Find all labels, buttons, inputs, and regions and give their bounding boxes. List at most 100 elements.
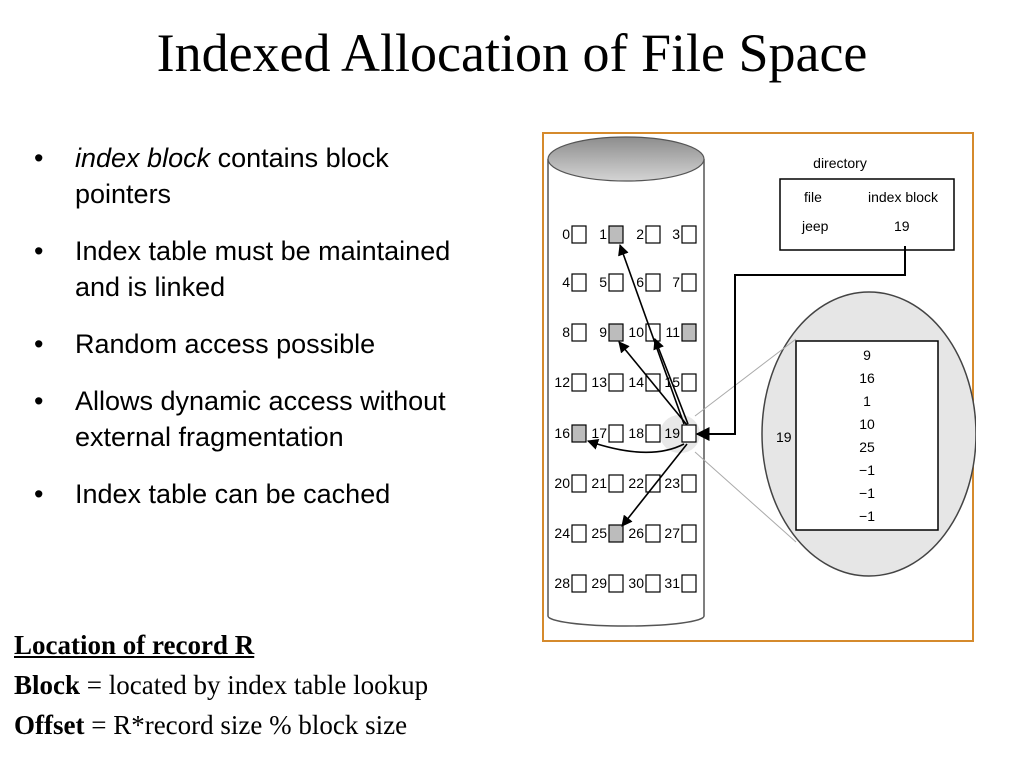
disk-block: [571, 474, 587, 493]
bullet-text: Index table must be maintained and is li…: [75, 236, 451, 302]
disk-block-number: 20: [554, 475, 570, 491]
disk-block-number: 28: [554, 575, 570, 591]
zoom-line-bottom: [694, 451, 797, 543]
record-heading: Location of record R: [14, 630, 255, 660]
bullet-item: •Allows dynamic access without external …: [34, 386, 446, 452]
disk-block-number: 11: [665, 324, 680, 340]
arrow-to-block-25: [621, 443, 688, 527]
disk-block: [608, 373, 624, 392]
disk-block-number: 16: [554, 425, 570, 441]
disk-block: [608, 273, 624, 292]
directory-table: [779, 178, 955, 251]
disk-block-number: 18: [628, 425, 644, 441]
disk-block: [571, 225, 587, 244]
disk-block: [608, 574, 624, 593]
bullet-item: •Random access possible: [34, 329, 376, 359]
disk-block-used: [608, 225, 624, 244]
bullet-list: •index block contains block pointers •In…: [30, 140, 470, 533]
index-table-entry: −1: [859, 462, 875, 478]
disk-block-number: 13: [591, 374, 607, 390]
disk-cylinder-top: [547, 136, 705, 182]
disk-block: [681, 373, 697, 392]
disk-block: [681, 574, 697, 593]
arrow-to-block-16: [586, 438, 685, 454]
disk-block-number: 9: [599, 324, 607, 340]
disk-block-number: 7: [672, 274, 680, 290]
bullet-text: Index table can be cached: [75, 479, 391, 509]
disk-block-number: 3: [672, 226, 680, 242]
directory-title: directory: [813, 155, 867, 171]
disk-block: [571, 323, 587, 342]
record-location-notes: Location of record R Block = located by …: [14, 625, 428, 745]
disk-block: [645, 273, 661, 292]
offset-label: Offset: [14, 710, 85, 740]
bullet-item: •index block contains block pointers: [34, 143, 389, 209]
disk-block: [608, 474, 624, 493]
arrow-to-block-10: [653, 337, 689, 425]
offset-line: Offset = R*record size % block size: [14, 705, 428, 745]
disk-block: [681, 273, 697, 292]
disk-block-number: 1: [599, 226, 607, 242]
disk-block-number: 31: [664, 575, 680, 591]
disk-block: [681, 424, 697, 443]
block-text: = located by index table lookup: [80, 670, 429, 700]
disk-block-number: 26: [628, 525, 644, 541]
directory-header-index-block: index block: [868, 189, 939, 205]
disk-block: [571, 373, 587, 392]
disk-block: [571, 524, 587, 543]
arrow-to-block-9: [618, 341, 688, 426]
disk-block: [645, 574, 661, 593]
bullet-item: •Index table can be cached: [34, 479, 391, 509]
index-table-entry: 10: [859, 416, 875, 432]
disk-block-number: 12: [554, 374, 570, 390]
disk-block-number: 8: [562, 324, 570, 340]
disk-block: [681, 225, 697, 244]
index-table-entry: −1: [859, 485, 875, 501]
index-table-entry: 16: [859, 370, 875, 386]
block-line: Block = located by index table lookup: [14, 665, 428, 705]
disk-block: [571, 574, 587, 593]
page-title: Indexed Allocation of File Space: [156, 23, 868, 83]
disk-block: [608, 424, 624, 443]
bullet-text: contains block pointers: [75, 143, 389, 209]
disk-cylinder-body: [547, 159, 705, 627]
disk-block: [645, 524, 661, 543]
disk-block-used: [681, 323, 697, 342]
disk-block-number: 10: [628, 324, 644, 340]
disk-block-number: 14: [628, 374, 644, 390]
lens-block-number: 19: [776, 429, 792, 445]
index-table-entries: 9 16 1 10 25 −1 −1 −1: [859, 347, 875, 524]
index-table-entry: −1: [859, 508, 875, 524]
directory-row-index: 19: [894, 218, 910, 234]
disk-block-number: 22: [628, 475, 644, 491]
bullet-item: •Index table must be maintained and is l…: [34, 236, 451, 302]
disk-block-number: 21: [591, 475, 607, 491]
disk-block: [681, 524, 697, 543]
disk-block-number: 23: [664, 475, 680, 491]
bullet-text: Random access possible: [75, 329, 376, 359]
directory-pointer-arrow: [695, 246, 906, 441]
disk-block-number: 19: [664, 425, 680, 441]
index-table-entry: 9: [863, 347, 871, 363]
disk-block: [645, 474, 661, 493]
disk-block-number: 6: [636, 274, 644, 290]
disk-block-number: 24: [554, 525, 570, 541]
index-table-box: [795, 340, 939, 531]
disk-block-number: 4: [562, 274, 570, 290]
disk-block: [645, 424, 661, 443]
disk-block: [571, 273, 587, 292]
index-table-entry: 25: [859, 439, 875, 455]
directory-row-file: jeep: [801, 218, 829, 234]
index-table-entry: 1: [863, 393, 871, 409]
disk-block-number: 30: [628, 575, 644, 591]
disk-block-number: 5: [599, 274, 607, 290]
block-label: Block: [14, 670, 81, 700]
disk-block: [681, 474, 697, 493]
disk-block-number: 2: [636, 226, 644, 242]
disk-block-used: [608, 524, 624, 543]
disk-block: [645, 225, 661, 244]
disk-block-number: 29: [591, 575, 607, 591]
